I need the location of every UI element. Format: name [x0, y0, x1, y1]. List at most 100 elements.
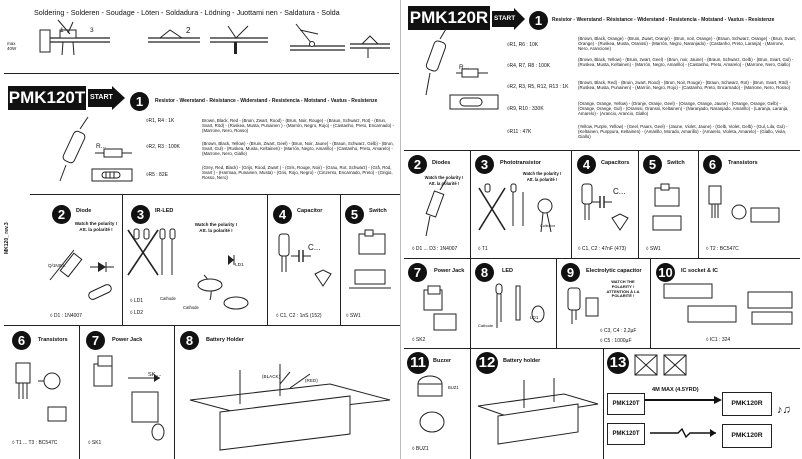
- switch-illustration-r: [652, 183, 682, 231]
- iron-wattage: max 40W: [7, 41, 17, 51]
- range-box-t2: PMK120T: [607, 423, 645, 445]
- diode-ref-t: ◊ D1 : 1N4007: [50, 313, 82, 319]
- led-ref-label: LD1: [530, 315, 539, 320]
- diodes-title-r: Diodes: [432, 160, 451, 166]
- capacitors-ref-r: ◊ C1, C2 : 47nF (473): [578, 246, 627, 252]
- irled-title: IR-LED: [155, 208, 174, 214]
- switch-title-t: Switch: [369, 208, 387, 214]
- no-obstacle-icons: [634, 354, 687, 376]
- powerjack-illustration-t: [93, 355, 165, 441]
- capacitors-title-r: Capacitors: [601, 160, 630, 166]
- resistor-refs-r-2: ◊R2, R3, R5, R12, R13 : 1K: [507, 84, 569, 90]
- step-number-4-r: 4: [577, 155, 596, 174]
- led-illustration: [495, 283, 545, 328]
- step-number-7-r: 7: [408, 263, 427, 282]
- irled-watch: Watch the polarity ! Att. la polarité !: [194, 222, 238, 233]
- step-number-2-t: 2: [52, 205, 71, 224]
- step-number-4-t: 4: [273, 205, 292, 224]
- battery-illustration-t: [189, 364, 391, 451]
- solder-step-2: 2: [186, 26, 191, 35]
- step-number-8-r: 8: [475, 263, 494, 282]
- resistor-illustration-r: [425, 28, 499, 110]
- resistor-refs-r-1: ◊R4, R7, R8 : 100K: [507, 63, 551, 69]
- transistors-title-t: Transistors: [38, 337, 68, 343]
- switch-illustration-t: [349, 229, 391, 289]
- capacitor-sym-t: C...: [308, 243, 321, 252]
- ic-illustration: [663, 283, 793, 325]
- capacitors-sym-r: C...: [613, 187, 626, 196]
- resistor-refs-t-1: ◊R2, R3 : 100K: [146, 144, 180, 150]
- transistors-title-r: Transistors: [728, 160, 758, 166]
- phototransistor-title: Phototransistor: [500, 160, 541, 166]
- soldering-title: Soldering - Solderen - Soudage - Löten -…: [34, 8, 340, 17]
- phototransistor-illustration: [478, 183, 553, 233]
- phototransistor-watch: Watch the polarity ! Att. la polarité !: [522, 171, 562, 182]
- switch-ref-r: ◊ SW1: [646, 246, 661, 252]
- step-number-10-r: 10: [656, 263, 675, 282]
- resistor-desc-t-0: Brown, Black, Red - (Bruin, Zwart, Rood)…: [202, 118, 395, 134]
- resistor-heading-r: Resistor - Weerstand - Résistance - Wide…: [552, 17, 775, 23]
- powerjack-ref-r: ◊ SK2: [412, 337, 426, 343]
- electrolytic-watch: WATCH THE POLARITY ! ATTENTION À LA POLA…: [606, 279, 640, 299]
- ic-title: IC socket & IC: [681, 268, 718, 274]
- irled-ld1-label: LD1: [235, 263, 244, 268]
- diode-part-label: Q/1N00..: [48, 263, 67, 268]
- powerjack-illustration-r: [423, 285, 457, 331]
- buzzer-ref: ◊ BUZ1: [412, 446, 429, 452]
- step-number-11-r: 11: [407, 352, 429, 374]
- resistor-desc-r-1: (Brown, Black, Yellow) - (Bruin, zwart, …: [578, 57, 794, 68]
- range-label: 4M MAX (4.5YRD): [652, 387, 699, 393]
- resistor-desc-r-2: (Brown, Black, Red) - (Bruin, zwart, Roo…: [578, 80, 791, 91]
- step-number-1-t: 1: [130, 92, 149, 111]
- resistor-desc-r-4: (Yellow, Purple, Yellow) - (Geel, Paars,…: [578, 124, 788, 140]
- start-label-t: START: [90, 94, 113, 101]
- start-arrow-icon-r: [492, 8, 525, 30]
- ic-ref: ◊ IC1 : 324: [706, 337, 731, 343]
- phototransistor-ref: ◊ T1: [478, 246, 488, 252]
- buzzer-title: Buzzer: [433, 358, 452, 364]
- resistor-desc-r-3: (Orange, Orange, Yellow) - (Oranje, Oran…: [578, 101, 789, 117]
- led-title: LED: [502, 268, 513, 274]
- resistor-refs-t-2: ◊R5 : 82E: [146, 172, 168, 178]
- transistor-illustration-t: [15, 362, 67, 422]
- resistor-desc-t-2: (Grey, Red, Black) - (Grijs, Rood, Zwart…: [202, 165, 393, 181]
- brand-pmk120r: PMK120R: [408, 6, 490, 30]
- diode-watch-t: Watch the polarity ! Att. la polarité !: [74, 221, 118, 232]
- solder-step-3: 3: [90, 27, 94, 34]
- range-box-r2: PMK120R: [722, 424, 772, 448]
- step-number-7-t: 7: [86, 331, 105, 350]
- electrolytic-title: Electrolytic capacitor: [586, 268, 642, 274]
- electrolytic-ref-2: ◊ C5 : 1000µF: [600, 338, 632, 344]
- capacitor-title-t: Capacitor: [297, 208, 323, 214]
- irled-ref-2: ◊ LD2: [130, 310, 144, 316]
- step-number-1-r: 1: [529, 11, 548, 30]
- signal-zigzag-icon: [650, 427, 716, 439]
- battery-black-label: (BLACK): [262, 374, 281, 379]
- resistor-illustration-t: [59, 116, 133, 182]
- step-number-13-r: 13: [607, 352, 629, 374]
- diodes-ref-r: ◊ D1 ... D3 : 1N4007: [412, 246, 458, 252]
- irled-ref-1: ◊ LD1: [130, 298, 144, 304]
- resistor-desc-r-0: (Brown, Black, Orange) - (Bruin, Zwart, …: [578, 36, 796, 52]
- resistor-desc-t-1: (Brown, Black, Yellow) - (Bruin, Zwart, …: [202, 141, 394, 157]
- battery-title-r: Battery holder: [503, 358, 541, 364]
- range-arrow-icon: [642, 396, 722, 404]
- version-label: MK120_ rev.3: [4, 222, 10, 254]
- step-number-2-r: 2: [408, 155, 427, 174]
- resistor-refs-t-0: ◊R1, R4 : 1K: [146, 118, 175, 124]
- music-note-icon: ♪♫: [777, 404, 791, 416]
- capacitor-ref-t: ◊ C1, C2 : 1nS (152): [276, 313, 322, 319]
- diodes-illustration-r: [425, 179, 447, 237]
- range-box-t1: PMK120T: [607, 393, 645, 415]
- diodes-watch-r: Watch the polarity ! Att. la polarité !: [424, 175, 464, 186]
- transistor-ref-t: ◊ T1 ... T3 : BC547C: [12, 440, 58, 446]
- resistor-refs-r-4: ◊R11 : 47K: [507, 129, 532, 135]
- diode-title-t: Diode: [76, 208, 92, 214]
- brand-pmk120t: PMK120T: [8, 86, 86, 110]
- start-label-r: START: [494, 15, 516, 22]
- capacitors-illustration-r: [581, 183, 629, 231]
- step-number-6-t: 6: [12, 331, 31, 350]
- buzzer-label: BUZ1: [448, 385, 459, 390]
- buzzer-illustration: [417, 375, 445, 433]
- start-arrow-icon: [88, 86, 125, 110]
